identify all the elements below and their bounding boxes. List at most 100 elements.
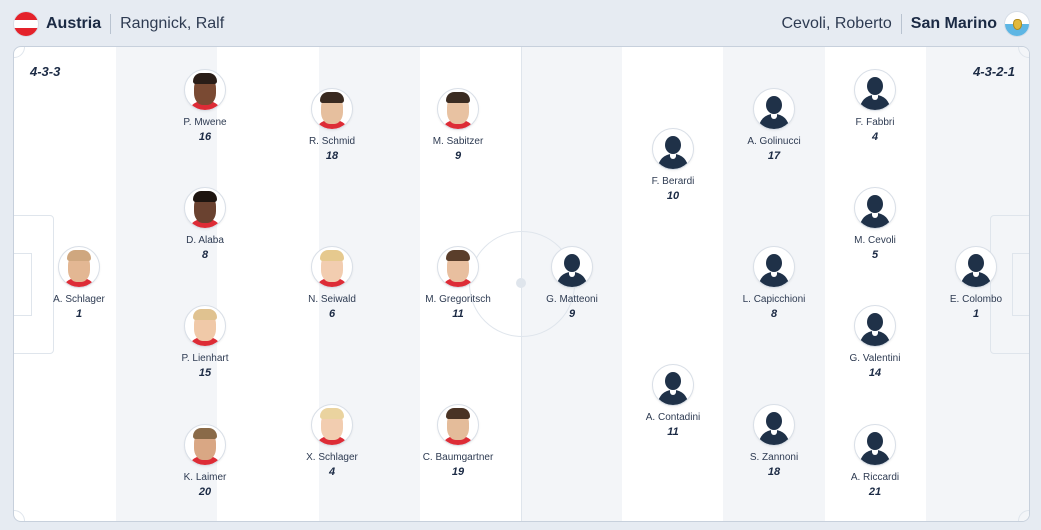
player-silhouette	[854, 69, 896, 111]
player-name: L. Capicchioni	[742, 294, 806, 305]
player-photo	[437, 246, 479, 288]
player-name: E. Colombo	[949, 294, 1003, 305]
player-name: S. Zannoni	[749, 452, 799, 463]
away-formation: 4-3-2-1	[973, 64, 1015, 79]
player-name: F. Berardi	[651, 176, 695, 187]
player-photo	[437, 88, 479, 130]
player-number: 19	[451, 466, 465, 478]
player-silhouette	[955, 246, 997, 288]
player-number: 1	[972, 308, 980, 320]
pitch: 4-3-3 4-3-2-1 A. Schlager 1 P. Mwene 16 …	[13, 46, 1030, 522]
player-number: 21	[868, 486, 882, 498]
home-team-name[interactable]: Austria	[46, 15, 102, 32]
corner-arc	[14, 47, 25, 58]
player-number: 1	[75, 308, 83, 320]
home-team-header: Austria Rangnick, Ralf	[14, 10, 224, 38]
player-number: 5	[871, 249, 879, 261]
home-player[interactable]: R. Schmid 18	[277, 88, 387, 162]
player-number: 16	[198, 131, 212, 143]
player-silhouette	[854, 187, 896, 229]
player-name: A. Schlager	[53, 294, 105, 305]
home-coach-name[interactable]: Rangnick, Ralf	[120, 15, 225, 32]
away-team-header: Cevoli, Roberto San Marino	[781, 10, 1029, 38]
player-silhouette	[652, 364, 694, 406]
player-photo	[184, 305, 226, 347]
home-player[interactable]: P. Mwene 16	[150, 69, 260, 143]
player-silhouette	[753, 404, 795, 446]
player-name: X. Schlager	[306, 452, 358, 463]
away-player[interactable]: E. Colombo 1	[921, 246, 1029, 320]
home-player[interactable]: P. Lienhart 15	[150, 305, 260, 379]
home-player[interactable]: C. Baumgartner 19	[403, 404, 513, 478]
home-player[interactable]: M. Gregoritsch 11	[403, 246, 513, 320]
player-photo	[311, 88, 353, 130]
corner-arc	[1018, 510, 1029, 521]
away-player[interactable]: A. Contadini 11	[618, 364, 728, 438]
center-spot	[516, 278, 526, 288]
player-number: 9	[568, 308, 576, 320]
player-number: 20	[198, 486, 212, 498]
home-formation: 4-3-3	[30, 64, 61, 79]
player-number: 18	[325, 150, 339, 162]
away-player[interactable]: A. Golinucci 17	[719, 88, 829, 162]
home-player[interactable]: A. Schlager 1	[24, 246, 134, 320]
player-name: M. Gregoritsch	[425, 294, 491, 305]
home-penalty-box	[14, 215, 54, 354]
home-player[interactable]: D. Alaba 8	[150, 187, 260, 261]
away-coach-name[interactable]: Cevoli, Roberto	[781, 15, 892, 32]
player-number: 9	[454, 150, 462, 162]
player-number: 8	[770, 308, 778, 320]
player-number: 18	[767, 466, 781, 478]
player-name: K. Laimer	[183, 472, 227, 483]
player-photo	[58, 246, 100, 288]
player-number: 10	[666, 190, 680, 202]
player-photo	[184, 424, 226, 466]
away-goal-area	[1012, 253, 1029, 316]
away-team-name[interactable]: San Marino	[910, 15, 997, 32]
player-name: A. Golinucci	[747, 136, 801, 147]
corner-arc	[14, 510, 25, 521]
away-player[interactable]: F. Fabbri 4	[820, 69, 930, 143]
away-player[interactable]: S. Zannoni 18	[719, 404, 829, 478]
home-player[interactable]: M. Sabitzer 9	[403, 88, 513, 162]
away-player[interactable]: F. Berardi 10	[618, 128, 728, 202]
player-name: M. Sabitzer	[432, 136, 484, 147]
player-name: A. Riccardi	[850, 472, 900, 483]
austria-flag-icon	[14, 12, 38, 36]
away-player[interactable]: A. Riccardi 21	[820, 424, 930, 498]
player-photo	[311, 404, 353, 446]
player-photo	[184, 187, 226, 229]
player-number: 15	[198, 367, 212, 379]
player-silhouette	[551, 246, 593, 288]
player-name: P. Lienhart	[181, 353, 229, 364]
player-name: G. Matteoni	[546, 294, 598, 305]
home-player[interactable]: N. Seiwald 6	[277, 246, 387, 320]
away-player[interactable]: L. Capicchioni 8	[719, 246, 829, 320]
player-name: D. Alaba	[186, 235, 224, 246]
player-photo	[184, 69, 226, 111]
home-player[interactable]: K. Laimer 20	[150, 424, 260, 498]
player-number: 14	[868, 367, 882, 379]
player-name: N. Seiwald	[308, 294, 356, 305]
lineup-header: Austria Rangnick, Ralf Cevoli, Roberto S…	[0, 0, 1041, 46]
player-name: P. Mwene	[183, 117, 227, 128]
home-player[interactable]: X. Schlager 4	[277, 404, 387, 478]
away-player[interactable]: G. Matteoni 9	[517, 246, 627, 320]
player-silhouette	[753, 246, 795, 288]
away-player[interactable]: G. Valentini 14	[820, 305, 930, 379]
player-silhouette	[854, 424, 896, 466]
away-player[interactable]: M. Cevoli 5	[820, 187, 930, 261]
player-name: G. Valentini	[849, 353, 901, 364]
header-divider	[900, 14, 902, 34]
player-number: 17	[767, 150, 781, 162]
header-divider	[110, 14, 112, 34]
player-silhouette	[652, 128, 694, 170]
player-number: 8	[201, 249, 209, 261]
player-name: A. Contadini	[645, 412, 701, 423]
player-name: C. Baumgartner	[422, 452, 494, 463]
player-number: 11	[452, 308, 464, 320]
home-goal-area	[14, 253, 32, 316]
player-number: 4	[871, 131, 879, 143]
player-photo	[311, 246, 353, 288]
player-name: R. Schmid	[308, 136, 356, 147]
